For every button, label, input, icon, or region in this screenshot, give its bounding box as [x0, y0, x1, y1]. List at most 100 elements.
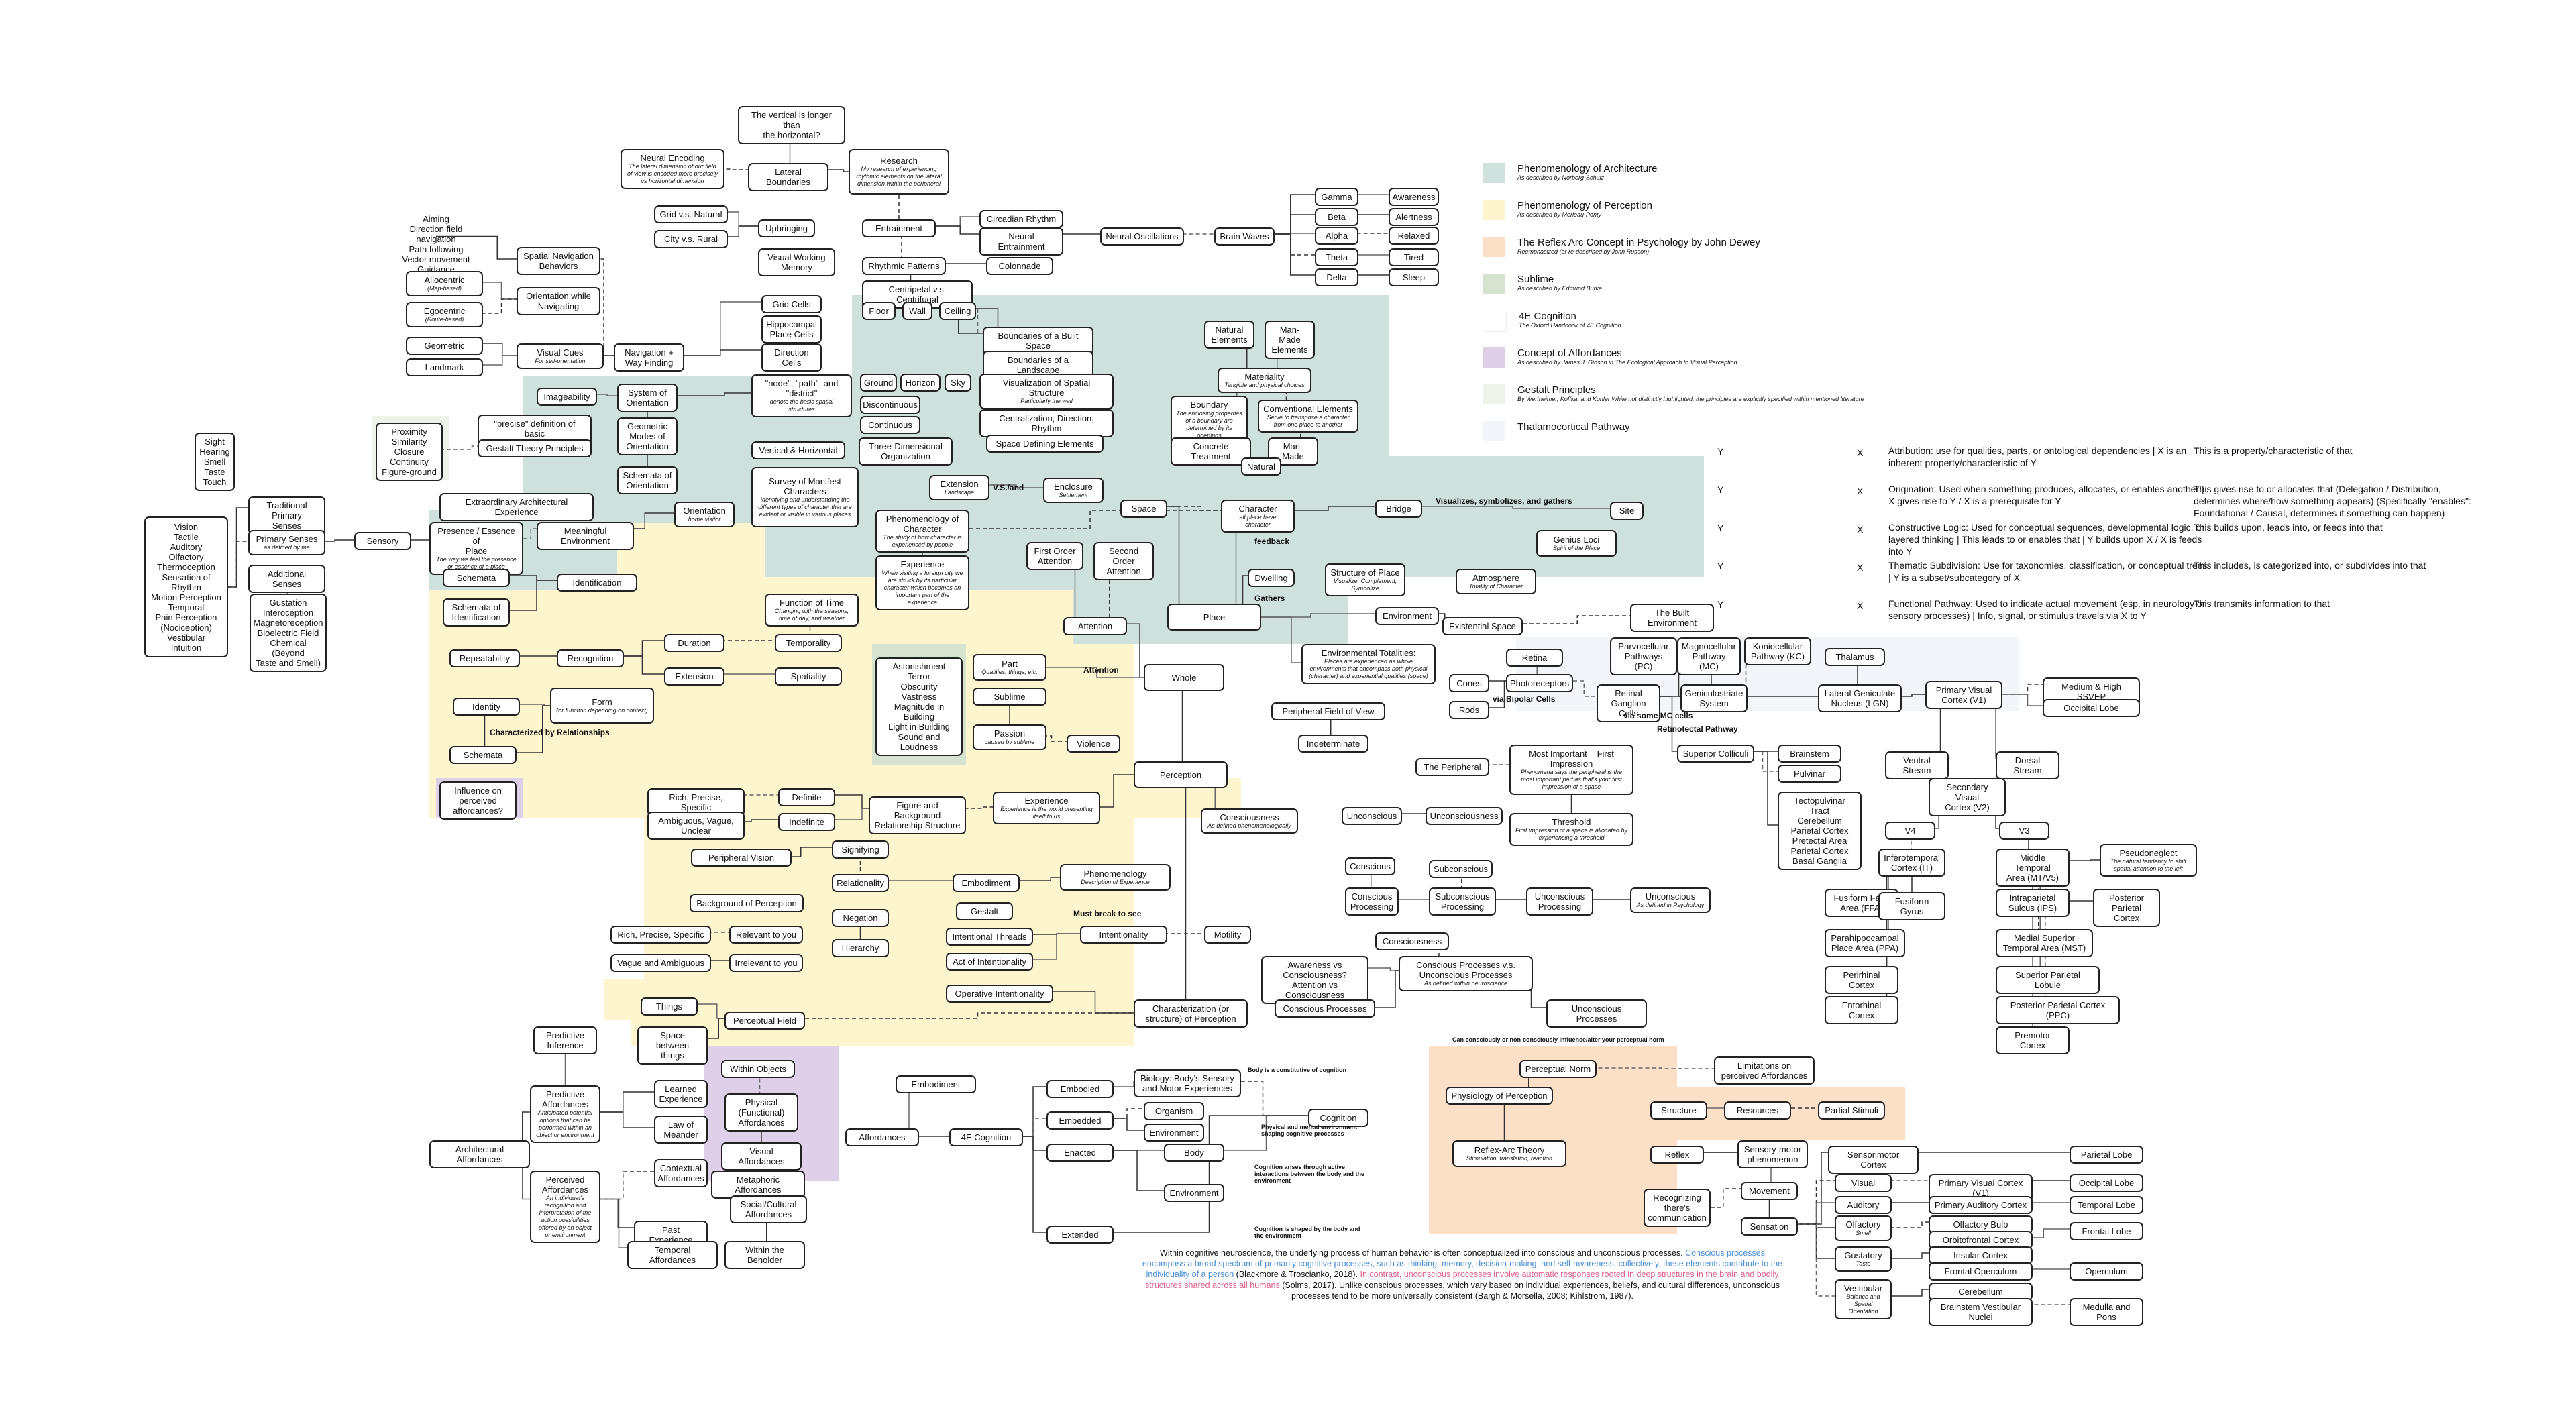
node-imageability: Imageability — [537, 388, 597, 406]
paragraph-part-3: (Blackmore & Troscianko, 2018). — [1236, 1270, 1358, 1279]
node-label: Structure of Place — [1330, 567, 1400, 578]
node-label: Intentional Threads — [952, 932, 1027, 942]
edge-label: Cognition is shaped by the body and the … — [1254, 1226, 1360, 1239]
node-body: Body — [1164, 1144, 1224, 1162]
node-irrelevant: Irrelevant to you — [729, 954, 803, 972]
node-allocentric: Allocentric(Map-based) — [406, 271, 483, 296]
relation-x: X — [1857, 447, 1864, 458]
node-label: Gustation Interoception Magnetoreception… — [253, 598, 323, 668]
node-characterization: Characterization (or structure) of Perce… — [1134, 999, 1248, 1028]
node-occipital-lobe1: Occipital Lobe — [2043, 699, 2140, 717]
node-brainstem: Brainstem — [1778, 745, 1841, 763]
node-delta: Delta — [1315, 268, 1358, 286]
footnote-paragraph: Within cognitive neuroscience, the under… — [1140, 1248, 1784, 1301]
node-label: Visual Cues — [537, 347, 584, 358]
relation-y: Y — [1717, 484, 1724, 495]
node-label: V4 — [1904, 826, 1916, 836]
node-label: Continuous — [868, 420, 912, 430]
node-sublabel: The study of how character is experience… — [883, 534, 962, 548]
node-extended: Extended — [1046, 1226, 1114, 1244]
node-label: Negation — [843, 913, 878, 923]
node-label: Proximity Similarity Closure Continuity … — [382, 427, 437, 477]
edge-label: Can consciously or non-consciously influ… — [1452, 1036, 1664, 1043]
node-label: The Peripheral — [1424, 762, 1481, 772]
node-label: Relationality — [837, 878, 884, 888]
node-neural-entrainment: Neural Entrainment — [979, 227, 1063, 256]
node-sight: Sight Hearing Smell Taste Touch — [195, 433, 235, 491]
node-label: Relaxed — [1397, 231, 1430, 241]
node-subconscious-processing: Subconscious Processing — [1429, 887, 1496, 916]
node-indeterminate: Indeterminate — [1298, 735, 1368, 753]
node-unconscious1: Unconscious — [1342, 807, 1402, 825]
node-embodiment-low: Embodiment — [896, 1075, 976, 1093]
node-relevant: Relevant to you — [729, 926, 803, 944]
node-label: Most Important = First Impression — [1529, 749, 1614, 769]
node-bridge: Bridge — [1375, 500, 1422, 518]
node-label: Extraordinary Architectural Experience — [465, 497, 568, 517]
node-ambiguous: Ambiguous, Vague, Unclear — [647, 812, 745, 840]
node-label: Predictive Inference — [545, 1030, 585, 1050]
node-meaningful-env: Meaningful Environment — [537, 522, 634, 550]
node-sublabel: Visualize, Complement, Symbolize — [1333, 578, 1397, 592]
node-label: Affordances — [859, 1132, 906, 1142]
node-label: Hippocampal Place Cells — [766, 319, 817, 339]
node-label: Peripheral Vision — [708, 853, 775, 863]
node-consciousness-low: Consciousness — [1375, 932, 1449, 950]
legend-swatch — [1483, 311, 1507, 332]
node-sensorimotor-cortex: Sensorimotor Cortex — [1828, 1146, 1919, 1174]
node-label: Unconsciousness — [1430, 811, 1499, 821]
node-label: Sensory — [366, 536, 399, 546]
node-olfactory-bulb: Olfactory Bulb — [1929, 1215, 2033, 1234]
node-label: Conscious Processing — [1350, 891, 1394, 912]
node-label: Recognizing there's communication — [1648, 1193, 1707, 1223]
node-sublabel: Identifying and understanding the differ… — [758, 496, 852, 518]
node-embedded: Embedded — [1046, 1111, 1114, 1130]
node-sublabel: Phenomena says the peripheral is the mos… — [1520, 769, 1623, 790]
node-label: Medulla and Pons — [2082, 1302, 2131, 1322]
edge-label: Must break to see — [1073, 909, 1142, 918]
node-vertical-longer: The vertical is longer than the horizont… — [738, 106, 845, 144]
paragraph-part-2: Conscious processes encompass a broad sp… — [1142, 1248, 1783, 1279]
node-colonnade: Colonnade — [986, 257, 1053, 275]
node-sublabel: First impression of a space is allocated… — [1515, 827, 1628, 841]
node-auditory: Auditory — [1835, 1196, 1892, 1214]
node-label: Primary Auditory Cortex — [1934, 1200, 2027, 1210]
node-embodiment-mid: Embodiment — [953, 874, 1020, 892]
node-label: Sensory-motor phenomenon — [1743, 1144, 1802, 1164]
legend-title: The Reflex Arc Concept in Psychology by … — [1517, 237, 1760, 248]
node-label: Dorsal Stream — [2013, 755, 2042, 775]
node-label: Duration — [678, 638, 711, 648]
node-label: Natural Elements — [1211, 325, 1248, 345]
node-label: Geniculostriate System — [1684, 688, 1743, 708]
edge-label: Characterized by Relationships — [490, 728, 610, 737]
node-label: Spatial Navigation Behaviors — [523, 251, 594, 271]
node-label: Phenomenology — [1083, 869, 1147, 879]
node-label: Lateral Boundaries — [766, 167, 810, 187]
node-attention: Attention — [1063, 617, 1127, 635]
node-label: Rhythmic Patterns — [868, 261, 940, 271]
node-label: Consciousness — [1220, 812, 1279, 822]
node-cones: Cones — [1449, 674, 1489, 692]
node-label: Centralization, Direction, Rhythm — [999, 413, 1094, 433]
node-parvocellular: Parvocellular Pathways (PC) — [1610, 637, 1677, 675]
node-label: Unconscious — [1346, 811, 1397, 821]
legend-item: The Reflex Arc Concept in Psychology by … — [1483, 237, 1760, 257]
node-label: Meaningful Environment — [561, 526, 610, 546]
edge-label: Physical and mental environment shaping … — [1261, 1124, 1358, 1137]
node-v3: V3 — [1999, 822, 2049, 840]
node-label: Predictive Affordances — [541, 1089, 589, 1109]
node-label: Contextual Affordances — [657, 1163, 704, 1183]
node-label: Occipital Lobe — [2063, 703, 2119, 713]
node-figure-background: Figure and Background Relationship Struc… — [869, 796, 966, 834]
node-gamma: Gamma — [1315, 188, 1358, 206]
relation-y: Y — [1717, 446, 1724, 457]
